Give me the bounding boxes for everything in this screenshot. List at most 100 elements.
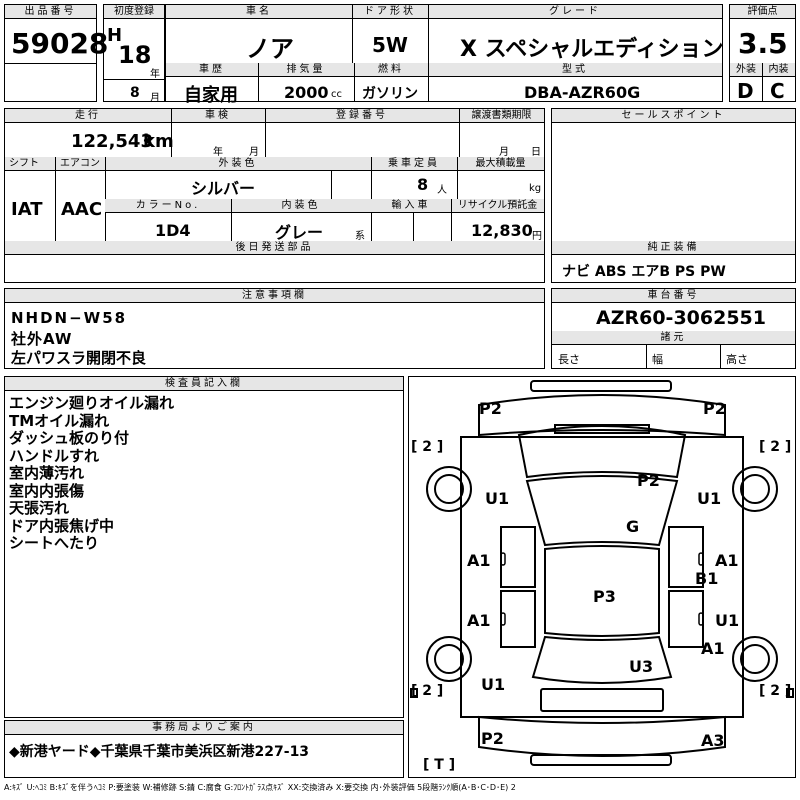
recycle-fee: 12,830: [471, 221, 533, 240]
mark-bumper-right: [ 2 ]: [759, 439, 792, 455]
mileage-unit: km: [143, 131, 174, 152]
mileage-header: 走行: [5, 109, 171, 123]
exterior-score: D: [737, 79, 754, 103]
car-name-header: 車名: [166, 5, 352, 19]
office-header: 事務局よりご案内: [5, 721, 403, 735]
recycle-unit: 円: [532, 231, 542, 242]
mark-front-door-left: A1: [467, 551, 491, 570]
car-diagram: P2 P2 [ 2 ] [ 2 ] U1 U1 P2 G A1 A1 B1 P3…: [408, 376, 796, 778]
spec-length-label: 長さ: [558, 353, 580, 366]
caution-box: 注意事項欄 NHDN−W58 社外AW 左パワスラ開閉不良: [4, 288, 545, 369]
inspector-note: 室内内張傷: [9, 481, 85, 500]
interior-score: C: [770, 79, 785, 103]
transfer-header: 譲渡書類期限: [459, 109, 544, 123]
mark-trunk: [ T ]: [423, 757, 456, 773]
damage-legend: A:ｷｽﾞ U:ﾍｺﾐ B:ｷｽﾞを伴うﾍｺﾐ P:要塗装 W:補修跡 S:錆 …: [4, 783, 516, 792]
history-header: 車歴: [166, 63, 258, 77]
lot-number-header: 出品番号: [5, 5, 96, 19]
color-number: 1D4: [155, 221, 191, 240]
inspector-note: エンジン廻りオイル漏れ: [9, 394, 175, 412]
chassis-header: 車台番号: [552, 289, 795, 303]
transfer-month-unit: 月: [499, 147, 509, 158]
mark-rear-left: P2: [481, 729, 504, 748]
grade-header: グレード: [428, 5, 722, 19]
color-no-header: カラーNo.: [105, 199, 231, 213]
mark-rear-glass: U3: [629, 657, 654, 676]
fuel-header: 燃料: [354, 63, 428, 77]
mark-front-door-right: A1: [715, 551, 739, 570]
mark-quarter-right: A1: [701, 639, 725, 658]
first-registration-box: 初度登録 H 18 年 8 月: [103, 4, 165, 104]
car-outline: [410, 380, 794, 766]
door-header: ドア形状: [352, 5, 428, 19]
grade: X スペシャルエディション: [460, 37, 724, 62]
inspector-note: 室内薄汚れ: [9, 464, 85, 482]
registration-year: 18: [118, 41, 152, 69]
sales-point-box: セールスポイント 純正装備 ナビ ABS エアB PS PW: [551, 108, 796, 283]
inspector-box: 検査員記入欄 エンジン廻りオイル漏れ TMオイル漏れ ダッシュ板のり付 ハンドル…: [4, 376, 404, 718]
mileage: 122,543: [71, 131, 153, 152]
displacement: 2000: [284, 83, 329, 102]
car-history: 自家用: [184, 85, 238, 106]
inspector-note: TMオイル漏れ: [9, 411, 110, 430]
sales-point-header: セールスポイント: [552, 109, 795, 123]
shift-header: シフト: [5, 157, 55, 171]
month-unit: 月: [150, 93, 160, 104]
transfer-day-unit: 日: [531, 147, 541, 158]
car-info-box: 車名 ドア形状 グレード ノア 5W X スペシャルエディション 車歴 排気量 …: [165, 4, 724, 106]
model-code: DBA-AZR60G: [524, 83, 641, 102]
inspection-year-unit: 年: [213, 147, 223, 158]
displacement-header: 排気量: [258, 63, 354, 77]
mark-fender-right: U1: [697, 489, 722, 508]
spec-width-label: 幅: [652, 353, 663, 366]
import-header: 輸入車: [371, 199, 451, 213]
inspector-note: ドア内張焦げ中: [9, 516, 115, 535]
overall-score: 3.5: [738, 27, 788, 60]
inspector-note: 天張汚れ: [9, 499, 70, 517]
first-registration-header: 初度登録: [104, 5, 164, 19]
mark-front-right: P2: [703, 399, 726, 418]
mark-rear-door-right: U1: [715, 611, 740, 630]
mark-roof: P3: [593, 587, 616, 606]
ext-color: シルバー: [191, 179, 256, 198]
displacement-unit: cc: [331, 89, 342, 100]
aircon-type: AAC: [61, 199, 103, 220]
shift-type: IAT: [11, 199, 43, 220]
specs-header: 諸元: [552, 331, 795, 345]
caution-line-1: NHDN−W58: [11, 309, 128, 327]
mark-pillar-right: B1: [695, 569, 719, 588]
year-unit: 年: [150, 69, 160, 80]
mark-fender-left: U1: [485, 489, 510, 508]
mark-rear-bumper-left: [ 2 ]: [411, 683, 444, 699]
model-header: 型式: [428, 63, 722, 77]
score-box: 評価点 3.5 外装 内装 D C: [729, 4, 796, 103]
ext-color-header: 外装色: [105, 157, 371, 171]
details-box: 走行 車検 登録番号 譲渡書類期限 122,543 km 年 月 月 日 シフト…: [4, 108, 545, 283]
chassis-box: 車台番号 AZR60-3062551 諸元 長さ 幅 高さ: [551, 288, 796, 369]
int-color: グレー: [275, 223, 324, 242]
score-header: 評価点: [730, 5, 795, 19]
inspector-header: 検査員記入欄: [5, 377, 403, 391]
interior-header: 内装: [762, 63, 795, 77]
inspector-note: ダッシュ板のり付: [9, 429, 130, 447]
capacity-unit: 人: [437, 185, 447, 196]
lot-number-box: 出品番号 59028: [4, 4, 108, 102]
aircon-header: エアコン: [55, 157, 105, 171]
chassis-number: AZR60-3062551: [596, 307, 766, 329]
exterior-header: 外装: [730, 63, 762, 77]
car-name: ノア: [246, 35, 294, 63]
mark-windshield: G: [626, 517, 640, 536]
capacity-header: 乗車定員: [371, 157, 457, 171]
fuel-type: ガソリン: [362, 86, 418, 102]
caution-header: 注意事項欄: [5, 289, 544, 303]
reg-number-header: 登録番号: [265, 109, 459, 123]
inspector-note: シートへたり: [9, 534, 100, 552]
mark-front-left: P2: [479, 399, 502, 418]
era-mark: H: [107, 25, 123, 46]
caution-line-3: 左パワスラ開閉不良: [11, 349, 147, 367]
office-box: 事務局よりご案内 ◆新港ヤード◆千葉県千葉市美浜区新港227-13: [4, 720, 404, 778]
spec-height-label: 高さ: [726, 353, 748, 366]
door-type: 5W: [372, 33, 408, 57]
inspector-notes: エンジン廻りオイル漏れ TMオイル漏れ ダッシュ板のり付 ハンドルすれ 室内薄汚…: [9, 394, 175, 553]
inspection-header: 車検: [171, 109, 265, 123]
